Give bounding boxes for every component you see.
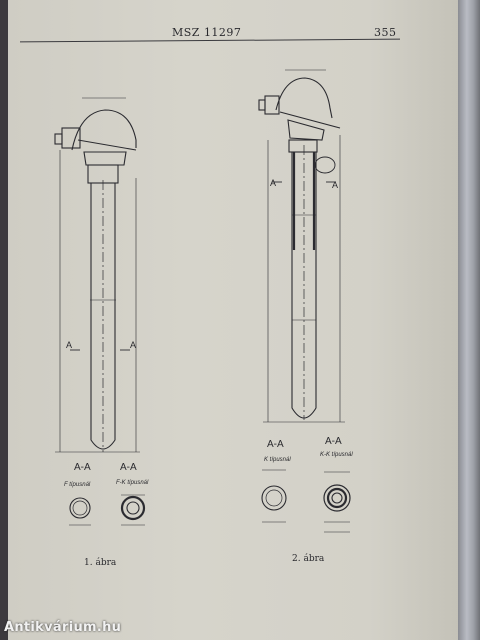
fig2-type-k-label: K típusnál (264, 457, 291, 463)
fig2-section-b-label: A-A (325, 436, 342, 447)
watermark-logo: Antikvárium.hu (4, 620, 122, 635)
fig2-cut-label-right: A (332, 180, 338, 190)
figure1-caption: 1. ábra (84, 558, 117, 568)
fig1-cut-label-left: A (66, 340, 72, 350)
fig2-type-kk-label: K-K típusnál (320, 452, 353, 458)
figure2-thermometer-drawing (258, 69, 351, 533)
fig2-cut-label-left: A (270, 178, 276, 188)
fig1-type-fk-label: F-K típusnál (116, 480, 149, 486)
standard-number: MSZ 11297 (172, 26, 242, 39)
fig1-section-a-label: A-A (74, 462, 91, 473)
fig1-type-f-label: F típusnál (64, 482, 91, 488)
figure1-thermometer-drawing (54, 97, 146, 526)
fig1-section-b-label: A-A (120, 462, 137, 473)
page-number: 355 (374, 26, 397, 39)
book-spine-edge (458, 0, 480, 640)
figure2-caption: 2. ábra (292, 554, 325, 564)
fig2-section-a-label: A-A (267, 439, 284, 450)
fig1-cut-label-right: A (130, 340, 136, 350)
book-page (8, 0, 460, 640)
